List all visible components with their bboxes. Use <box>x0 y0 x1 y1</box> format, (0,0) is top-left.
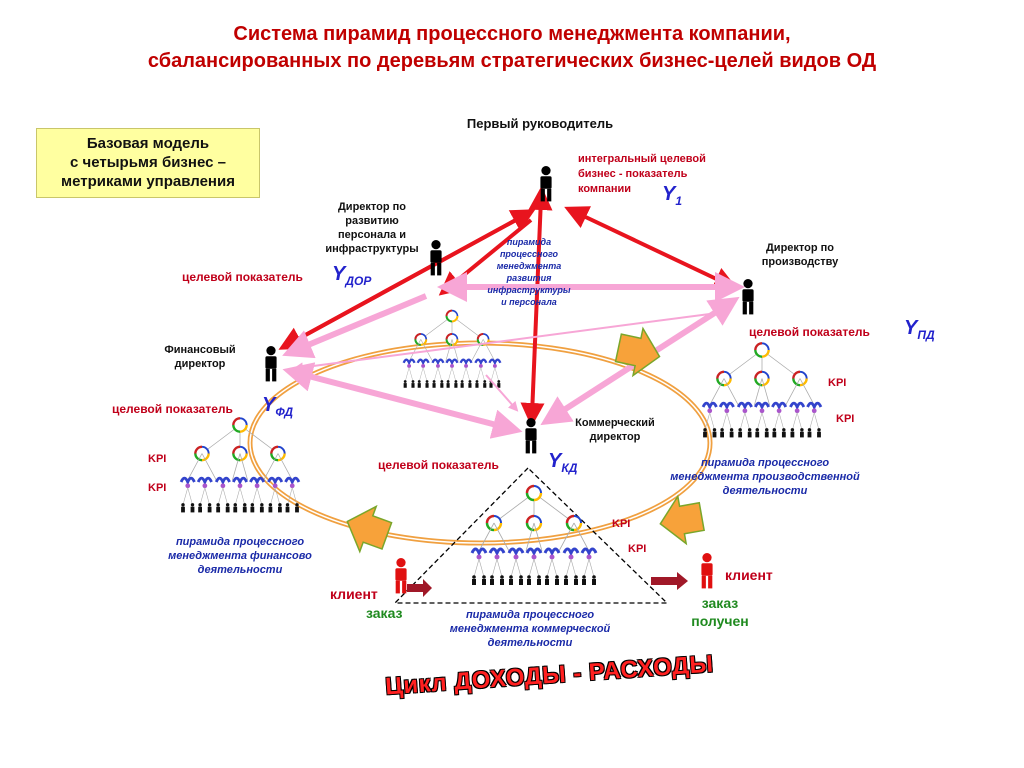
top-manager-metric-line1: интегральный целевой <box>578 153 706 165</box>
com-metric-label: целевой показатель <box>378 458 499 472</box>
model-box-line1: Базовая модель <box>86 135 210 152</box>
fin-cap-1: пирамида процессного <box>175 536 305 548</box>
fin-cap-2: менеджмента финансово <box>168 550 312 562</box>
fin-pyramid-caption: пирамида процессного менеджмента финансо… <box>140 535 340 577</box>
top-manager-role: Первый руководитель <box>466 116 614 131</box>
y-fin: YФД <box>262 394 293 419</box>
person-icon-hr-director <box>430 239 442 276</box>
hr-cap-6: и персонала <box>501 297 557 307</box>
hr-role-line1: Директор по <box>337 201 407 213</box>
prod-metric-label: целевой показатель <box>749 325 870 339</box>
client-right-label: клиент <box>725 567 773 583</box>
hr-pyramid-caption: пирамида процессного менеджмента развити… <box>470 236 588 308</box>
order-right-label: заказ получен <box>680 594 760 630</box>
base-model-box: Базовая модель с четырьмя бизнес – метри… <box>36 128 260 198</box>
page-title-line1: Система пирамид процессного менеджмента … <box>233 23 791 45</box>
person-icon-finance-director <box>265 345 277 382</box>
y-hr-symbol: Y <box>332 263 346 285</box>
com-role-line1: Коммерческий <box>575 417 655 429</box>
hr-role-line3: персонала и <box>337 229 406 241</box>
hr-role-line4: инфраструктуры <box>325 243 419 255</box>
com-cap-3: деятельности <box>487 637 573 649</box>
com-cap-2: менеджмента коммерческой <box>449 623 611 635</box>
hr-cap-2: процессного <box>499 249 559 259</box>
prod-kpi-1: KPI <box>828 377 847 389</box>
top-manager-metric: интегральный целевой бизнес - показатель… <box>578 152 778 197</box>
prod-pyramid-caption: пирамида процессного менеджмента произво… <box>650 456 880 498</box>
prod-cap-1: пирамида процессного <box>700 457 830 469</box>
prod-role-line2: производству <box>761 256 839 268</box>
order-right-line2: получен <box>691 613 749 629</box>
person-icon-client-left <box>395 557 407 594</box>
y-prod-sub: ПД <box>917 328 935 342</box>
y-com: YКД <box>548 450 577 475</box>
prod-cap-3: деятельности <box>722 485 808 497</box>
prod-role-line1: Директор по <box>765 242 835 254</box>
y-hr: YДОР <box>332 263 371 288</box>
pyramid-tree-icon-finance <box>181 418 299 512</box>
y-hr-sub: ДОР <box>345 274 372 288</box>
model-box-line2: с четырьмя бизнес – <box>70 154 226 171</box>
fin-kpi-2: KPI <box>148 482 167 494</box>
hr-director-role: Директор по развитию персонала и инфраст… <box>312 200 432 256</box>
fin-cap-3: деятельности <box>197 564 283 576</box>
person-icon-production-director <box>742 278 754 315</box>
fin-role-line2: директор <box>174 358 226 370</box>
y-top-symbol: Y <box>662 183 676 205</box>
com-cap-1: пирамида процессного <box>465 609 595 621</box>
prod-kpi-2: KPI <box>836 413 855 425</box>
hr-cap-4: развития <box>506 273 552 283</box>
y-fin-symbol: Y <box>262 394 276 416</box>
client-left-label: клиент <box>330 586 378 602</box>
com-role-line2: директор <box>589 431 641 443</box>
com-kpi-2: KPI <box>628 543 647 555</box>
y-top-sub: 1 <box>675 194 683 208</box>
commercial-director-role: Коммерческий директор <box>560 416 670 444</box>
y-com-symbol: Y <box>548 450 562 472</box>
hr-cap-5: инфраструктуры <box>487 285 571 295</box>
com-pyramid-caption: пирамида процессного менеджмента коммерч… <box>430 608 630 650</box>
person-icon-top-manager <box>540 165 552 202</box>
fin-kpi-1: KPI <box>148 453 167 465</box>
y-fin-sub: ФД <box>275 405 294 419</box>
person-icon-commercial-director <box>525 417 537 454</box>
y-prod-symbol: Y <box>904 317 918 339</box>
fin-metric-label: целевой показатель <box>112 402 233 416</box>
y-prod: YПД <box>904 317 935 342</box>
y-com-sub: КД <box>561 461 578 475</box>
page-title-line2: сбалансированных по деревьям стратегичес… <box>147 50 877 72</box>
pyramid-tree-icon-production <box>703 343 821 437</box>
hr-cap-1: пирамида <box>506 237 552 247</box>
production-director-role: Директор по производству <box>740 241 860 269</box>
order-left-label: заказ <box>366 605 403 621</box>
fin-role-line1: Финансовый <box>164 344 236 356</box>
model-box-line3: метриками управления <box>61 173 235 190</box>
y-top-manager: Y1 <box>662 183 682 208</box>
prod-cap-2: менеджмента производственной <box>670 471 860 483</box>
hr-metric-label: целевой показатель <box>182 270 303 284</box>
top-manager-metric-line2: бизнес - показатель <box>578 168 688 180</box>
top-manager-metric-line3: компании <box>578 183 632 195</box>
hr-cap-3: менеджмента <box>496 261 562 271</box>
client-arrows <box>407 572 688 597</box>
finance-director-role: Финансовый директор <box>150 343 250 371</box>
order-right-line1: заказ <box>701 595 739 611</box>
hr-role-line2: развитию <box>345 215 399 227</box>
person-icon-client-right <box>701 552 713 589</box>
com-kpi-1: KPI <box>612 518 631 530</box>
cycle-arrow <box>346 326 705 554</box>
